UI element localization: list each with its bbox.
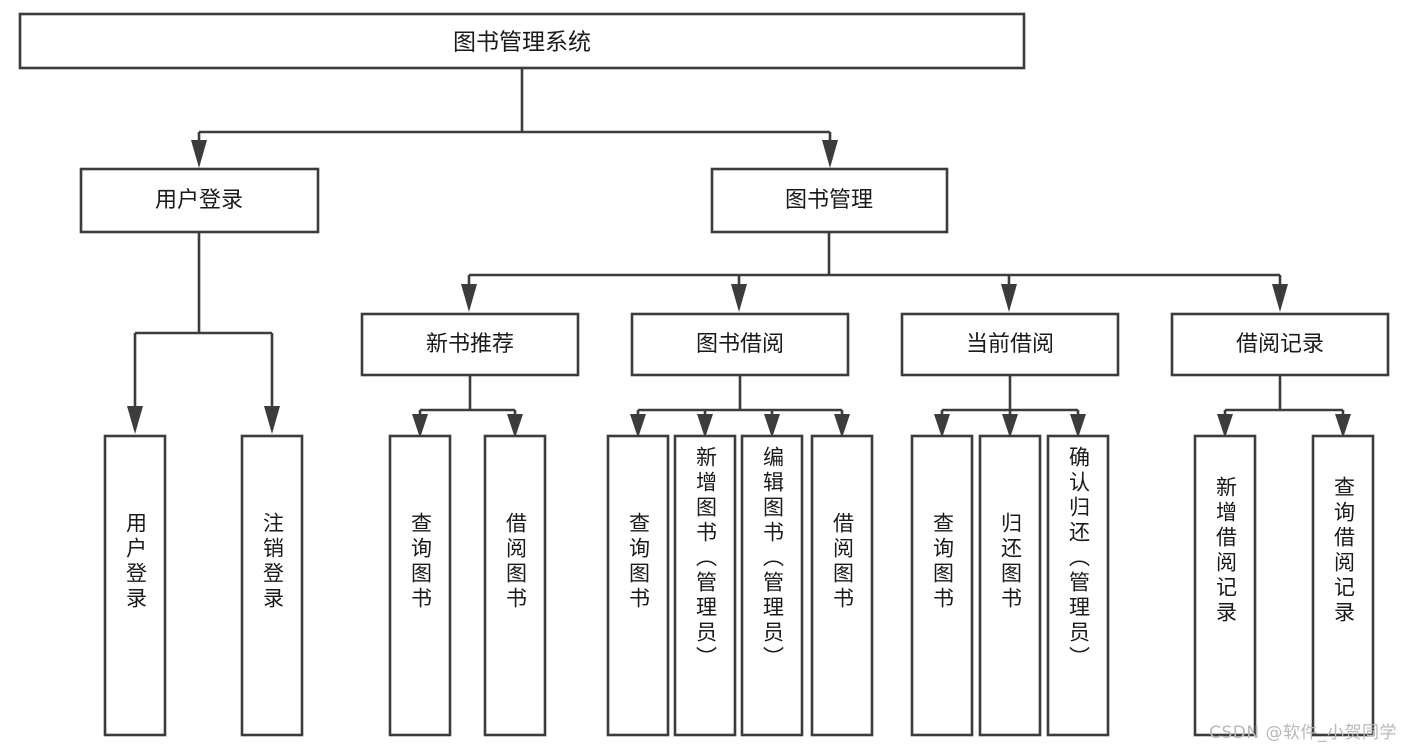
node-borrow-record-label: 借阅记录 — [1236, 332, 1324, 357]
node-borrow-record[interactable]: 借阅记录 — [1170, 312, 1390, 377]
leaf-box-borrow-record-1[interactable] — [1311, 434, 1375, 737]
node-book-borrow[interactable]: 图书借阅 — [630, 312, 850, 377]
node-root[interactable]: 图书管理系统 — [18, 12, 1026, 70]
node-book-borrow-label: 图书借阅 — [696, 332, 784, 357]
node-book-management[interactable]: 图书管理 — [710, 167, 949, 234]
node-book-management-label: 图书管理 — [785, 188, 873, 213]
node-new-book-recommend-label: 新书推荐 — [426, 332, 514, 357]
arrow-head-icon — [1272, 284, 1288, 312]
arrow-head-icon — [1335, 414, 1351, 438]
node-root-box[interactable] — [18, 12, 1026, 70]
connector-current-borrow-leaves — [934, 375, 1086, 438]
arrow-head-icon — [697, 414, 713, 438]
connector-new-book-recommend-leaves — [412, 375, 523, 438]
watermark: CSDN @软件_小贺同学 — [1209, 723, 1397, 743]
leaf-box-book-borrow-1[interactable] — [673, 434, 737, 737]
leaf-box-book-borrow-3[interactable] — [810, 434, 874, 737]
connector-book-management-bus — [461, 232, 1288, 312]
arrow-head-icon — [264, 406, 280, 434]
arrow-head-icon — [461, 284, 477, 312]
node-current-borrow-box[interactable] — [900, 312, 1120, 377]
leaf-box-user-login-1[interactable] — [240, 434, 304, 737]
arrow-head-icon — [934, 414, 950, 438]
connector-root-bus — [191, 68, 838, 168]
arrow-head-icon — [507, 414, 523, 438]
arrow-head-icon — [834, 414, 850, 438]
leaf-box-current-borrow-2[interactable] — [1046, 434, 1110, 737]
leaf-box-new-book-1[interactable] — [483, 434, 547, 737]
node-user-login[interactable]: 用户登录 — [79, 167, 320, 234]
node-user-login-label: 用户登录 — [155, 188, 243, 213]
arrow-head-icon — [412, 414, 428, 438]
node-new-book-recommend[interactable]: 新书推荐 — [360, 312, 580, 377]
connector-book-borrow-leaves — [630, 375, 850, 438]
arrow-head-icon — [731, 284, 747, 312]
arrow-head-icon — [1217, 414, 1233, 438]
arrow-head-icon — [822, 140, 838, 168]
node-current-borrow-label: 当前借阅 — [966, 332, 1054, 357]
leaf-box-new-book-0[interactable] — [388, 434, 452, 737]
connector-borrow-record-leaves — [1217, 375, 1351, 438]
leaf-box-current-borrow-0[interactable] — [910, 434, 974, 737]
arrow-head-icon — [1002, 414, 1018, 438]
connector-user-login-leaves — [127, 232, 280, 434]
node-current-borrow[interactable]: 当前借阅 — [900, 312, 1120, 377]
arrow-head-icon — [191, 140, 207, 168]
arrow-head-icon — [1001, 284, 1017, 312]
node-new-book-recommend-box[interactable] — [360, 312, 580, 377]
leaf-box-user-login-0[interactable] — [103, 434, 167, 737]
arrow-head-icon — [127, 406, 143, 434]
leaf-box-borrow-record-0[interactable] — [1193, 434, 1257, 737]
leaf-box-book-borrow-2[interactable] — [740, 434, 804, 737]
arrow-head-icon — [764, 414, 780, 438]
node-root-label: 图书管理系统 — [453, 30, 591, 56]
leaf-box-current-borrow-1[interactable] — [978, 434, 1042, 737]
leaf-box-book-borrow-0[interactable] — [606, 434, 670, 737]
arrow-head-icon — [1070, 414, 1086, 438]
node-user-login-box[interactable] — [79, 167, 320, 234]
arrow-head-icon — [630, 414, 646, 438]
